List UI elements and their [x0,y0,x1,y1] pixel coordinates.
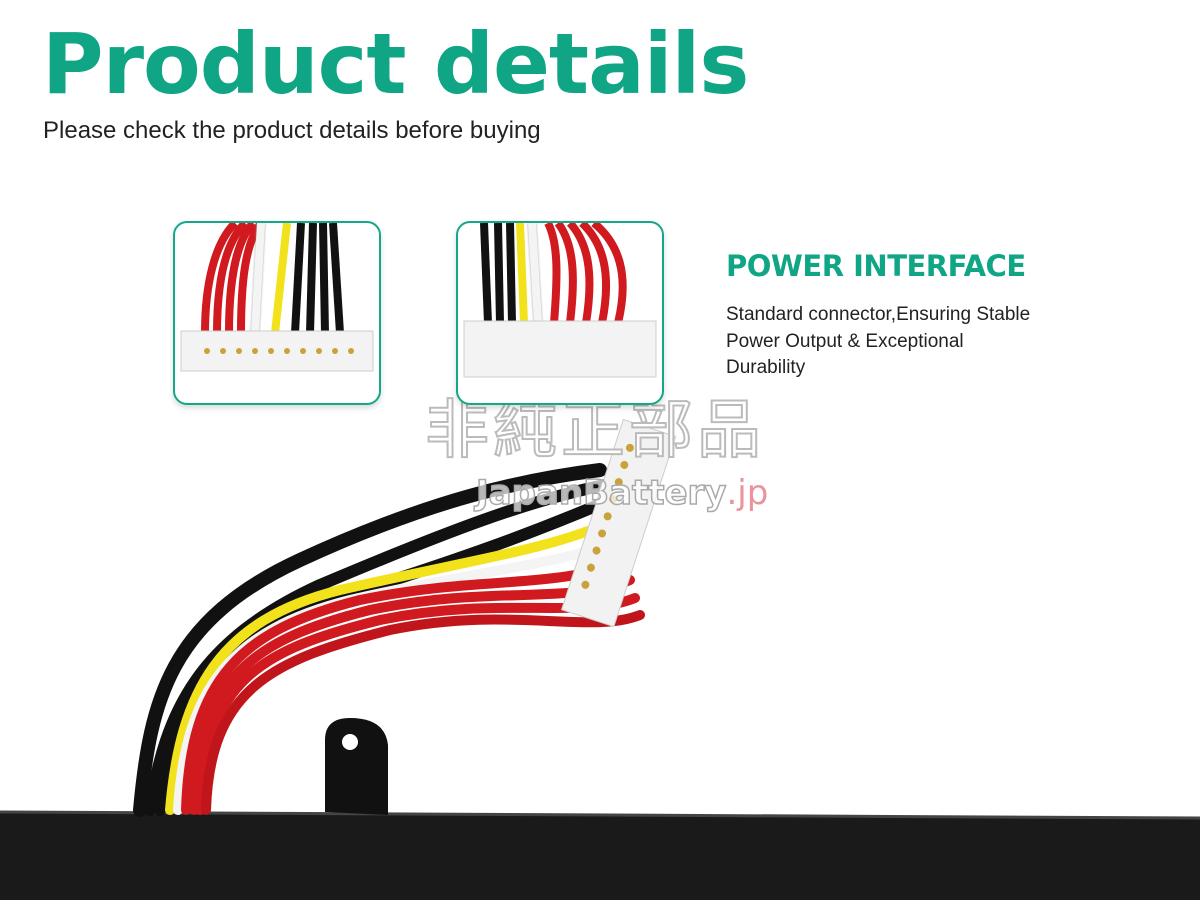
watermark-brand: JapanBattery.jp [475,473,769,513]
wires [133,463,645,817]
connector-closeup-front [173,221,381,405]
battery-body [0,812,1200,900]
page-title: Product details [42,15,749,113]
battery-mount-tab [325,718,388,815]
watermark-brand-name: JapanBattery [475,473,727,513]
watermark-japanese: 非純正部品 [424,394,765,468]
feature-title: POWER INTERFACE [726,249,1026,283]
page-subtitle: Please check the product details before … [43,117,541,144]
feature-description: Standard connector,Ensuring Stable Power… [726,304,1031,378]
connector [560,418,677,628]
watermark-tld: .jp [726,473,769,513]
connector-closeup-back [456,221,664,405]
